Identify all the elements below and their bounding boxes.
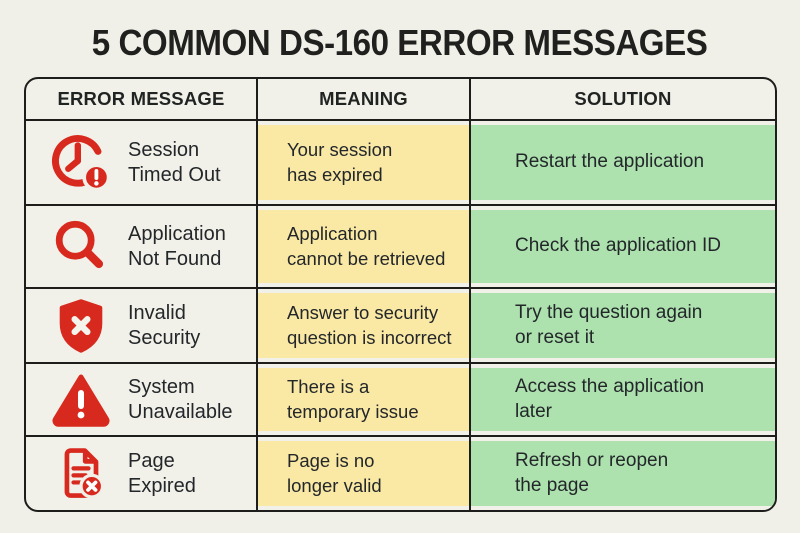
error-label: Invalid Security: [128, 301, 201, 349]
row-system-unavailable-meaning: There is a temporary issue: [258, 364, 471, 437]
row-invalid-security-error: Invalid Security: [26, 289, 258, 364]
row-session-timed-out-solution: Restart the application: [471, 121, 775, 206]
error-label: System Unavailable: [128, 375, 233, 423]
shield-x-icon: [46, 291, 116, 361]
row-application-not-found-error: Application Not Found: [26, 206, 258, 289]
row-invalid-security-solution: Try the question again or reset it: [471, 289, 775, 364]
row-page-expired-solution: Refresh or reopen the page: [471, 437, 775, 510]
page-title-text: 5 COMMON DS-160 ERROR MESSAGES: [92, 22, 708, 63]
error-table: ERROR MESSAGE MEANING SOLUTION Session T…: [24, 77, 777, 512]
row-session-timed-out-meaning: Your session has expired: [258, 121, 471, 206]
column-header-solution: SOLUTION: [471, 79, 775, 121]
row-application-not-found-solution: Check the application ID: [471, 206, 775, 289]
row-application-not-found-meaning: Application cannot be retrieved: [258, 206, 471, 289]
page-title: 5 COMMON DS-160 ERROR MESSAGES: [0, 22, 800, 64]
page-expired-icon: [46, 439, 116, 509]
clock-timeout-icon: [46, 128, 116, 198]
row-page-expired-error: Page Expired: [26, 437, 258, 510]
row-session-timed-out-error: Session Timed Out: [26, 121, 258, 206]
row-system-unavailable-error: System Unavailable: [26, 364, 258, 437]
row-page-expired-meaning: Page is no longer valid: [258, 437, 471, 510]
column-header-meaning: MEANING: [258, 79, 471, 121]
error-label: Session Timed Out: [128, 138, 221, 186]
search-not-found-icon: [46, 212, 116, 282]
row-invalid-security-meaning: Answer to security question is incorrect: [258, 289, 471, 364]
row-system-unavailable-solution: Access the application later: [471, 364, 775, 437]
error-label: Page Expired: [128, 449, 196, 497]
error-label: Application Not Found: [128, 222, 226, 270]
column-header-error-message: ERROR MESSAGE: [26, 79, 258, 121]
warning-triangle-icon: [46, 365, 116, 435]
